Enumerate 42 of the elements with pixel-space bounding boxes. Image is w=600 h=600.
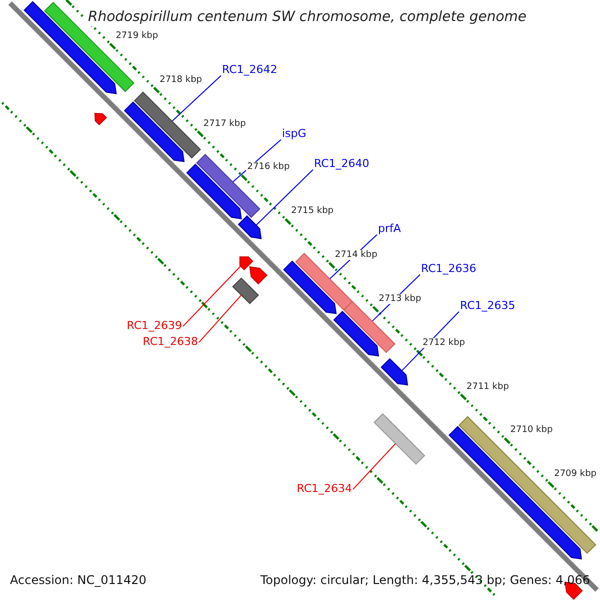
gene-feature xyxy=(333,310,380,356)
gene-label: RC1_2635 xyxy=(460,300,516,313)
gene-label: RC1_2634 xyxy=(296,483,352,496)
gene-label: RC1_2636 xyxy=(421,263,476,276)
gene-label: ispG xyxy=(282,128,306,141)
gene-feature xyxy=(239,256,254,270)
scale-label: 2710 kbp xyxy=(509,425,554,436)
gene-label: RC1_2640 xyxy=(314,158,370,171)
scale-label: 2717 kbp xyxy=(202,118,247,129)
gene-label: RC1_2638 xyxy=(142,336,198,349)
leader-line xyxy=(172,75,222,122)
gene-bar xyxy=(232,278,259,304)
scale-label: 2709 kbp xyxy=(553,469,598,480)
gene-feature xyxy=(380,358,408,386)
scale-label: 2712 kbp xyxy=(422,338,466,348)
gene-feature xyxy=(448,426,582,560)
gene-feature xyxy=(186,164,242,220)
gene-feature xyxy=(283,260,337,314)
scale-label: 2715 kbp xyxy=(290,206,334,216)
gene-bar xyxy=(343,300,396,354)
gene-bar xyxy=(134,92,201,159)
gene-label: RC1_2639 xyxy=(126,320,182,333)
leader-line xyxy=(182,266,242,327)
gene-feature xyxy=(238,215,262,240)
gene-feature xyxy=(124,101,185,162)
scale-label: 2718 kbp xyxy=(158,74,203,85)
scale-label: 2714 kbp xyxy=(334,250,378,260)
footer-text: Accession: NC_011420 xyxy=(10,574,146,588)
leader-line xyxy=(256,169,314,226)
leader-line xyxy=(198,294,242,343)
scale-label: 2711 kbp xyxy=(466,382,510,392)
scale-label: 2716 kbp xyxy=(246,162,291,173)
gene-label: RC1_2642 xyxy=(222,64,278,77)
footer-text: Topology: circular; Length: 4,355,543 bp; Genes: 4,066 xyxy=(260,574,590,588)
gene-label: prfA xyxy=(378,223,401,236)
gene-feature xyxy=(94,112,107,126)
gene-bar xyxy=(458,416,596,554)
leader-line xyxy=(352,443,396,490)
gene-feature xyxy=(249,266,268,284)
scale-label: 2713 kbp xyxy=(378,294,422,304)
gene-bar xyxy=(374,413,426,465)
scale-label: 2719 kbp xyxy=(114,30,160,42)
